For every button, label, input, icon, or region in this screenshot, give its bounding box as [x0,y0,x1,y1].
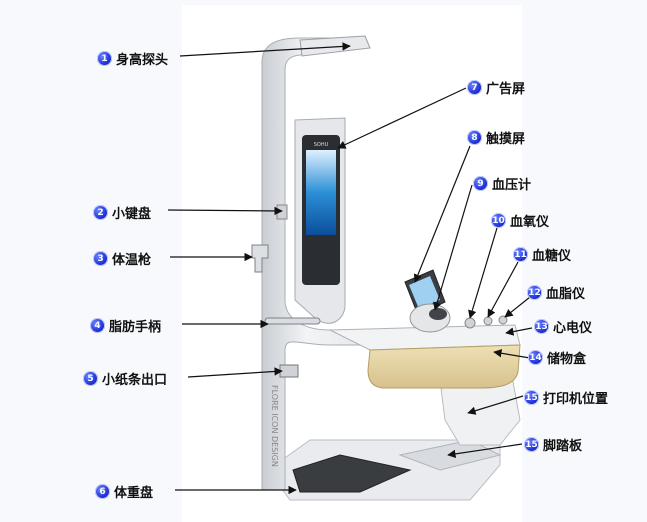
callout-number: 9 [473,176,488,191]
screen-brand-text: SOHU [314,142,329,148]
label-weight-plate: 6 体重盘 [95,482,153,501]
callout-number: 4 [90,318,105,333]
leader-2 [167,206,283,216]
label-text: 小键盘 [112,207,152,222]
label-text: 身高探头 [116,53,169,68]
thermometer-gun [251,244,269,273]
callout-number: 7 [467,80,482,95]
keypad [276,204,288,220]
callout-number: 5 [83,371,98,386]
label-ad-screen: 7 广告屏 [467,78,525,97]
leader-14 [493,349,531,359]
storage-box [367,344,521,389]
label-oximeter: 10 血氧仪 [491,211,549,230]
label-foot-pedal: 15 脚踏板 [524,435,582,454]
leader-12 [504,296,531,318]
callout-number: 10 [491,213,506,228]
leader-7 [337,87,467,149]
callout-number: 15 [524,390,539,405]
label-text: 血压计 [492,178,532,193]
label-text: 广告屏 [486,82,526,97]
callout-number: 6 [95,484,110,499]
ad-screen-display [306,150,336,235]
height-probe-head [299,35,371,57]
callout-number: 1 [97,51,112,66]
label-text: 脚踏板 [543,439,583,454]
callout-number: 14 [528,350,543,365]
label-keypad: 2 小键盘 [93,203,151,222]
lipid-meter [498,315,508,325]
weight-plate [292,454,412,493]
main-column [261,37,391,491]
label-thermometer: 3 体温枪 [93,249,151,268]
label-slip-outlet: 5 小纸条出口 [83,369,167,388]
leader-1 [179,42,351,57]
label-text: 血脂仪 [546,287,586,302]
label-text: 血氧仪 [510,215,550,230]
label-touch-screen: 8 触摸屏 [467,128,525,147]
label-glucose: 11 血糖仪 [513,245,571,264]
leader-15a [467,395,524,415]
callout-number: 11 [513,247,528,262]
label-text: 储物盒 [547,352,587,367]
label-text: 血糖仪 [532,249,572,264]
label-text: 触摸屏 [486,132,526,147]
slip-outlet [279,364,299,378]
callout-number: 12 [527,285,542,300]
callout-number: 8 [467,130,482,145]
leader-11 [487,261,519,318]
label-lipid: 12 血脂仪 [527,283,585,302]
label-text: 体重盘 [114,486,154,501]
touch-screen-display [409,276,440,309]
column-side-text: FLORE ICON DESIGN [270,385,279,467]
label-text: 脂肪手柄 [109,320,162,335]
callout-number: 15 [524,437,539,452]
glucose-meter [483,316,493,326]
label-storage-box: 14 储物盒 [528,348,586,367]
leader-5 [187,367,283,378]
label-text: 心电仪 [553,321,593,336]
leader-8 [413,145,471,283]
leader-9 [433,184,473,311]
label-text: 小纸条出口 [102,373,168,388]
label-blood-pressure: 9 血压计 [473,174,531,193]
callout-number: 13 [534,319,549,334]
leader-13 [505,327,533,336]
oximeter [464,317,476,329]
label-ecg: 13 心电仪 [534,317,592,336]
label-text: 打印机位置 [543,392,609,407]
label-height-probe: 1 身高探头 [97,49,168,68]
label-printer-position: 15 打印机位置 [524,388,608,407]
leader-10 [468,227,498,319]
callout-number: 2 [93,205,108,220]
leader-15b [447,443,523,459]
fat-handle [264,317,321,325]
label-fat-handle: 4 脂肪手柄 [90,316,161,335]
callout-number: 3 [93,251,108,266]
label-text: 体温枪 [112,253,152,268]
